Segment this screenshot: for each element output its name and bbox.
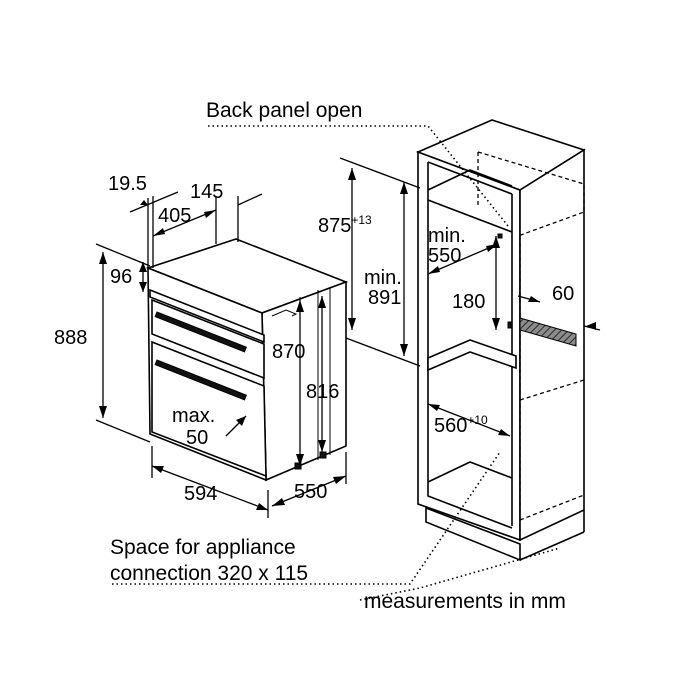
dim-180: 180 xyxy=(452,291,485,313)
lower-door-handle xyxy=(154,359,247,401)
dim-550-niche: 550 xyxy=(428,245,461,267)
space-label-line2: connection 320 x 115 xyxy=(110,562,308,585)
appliance-space-leader xyxy=(112,451,501,585)
cabinet-marker xyxy=(507,321,513,329)
dim-560-value: 560 xyxy=(434,415,467,437)
measurements-label: measurements in mm xyxy=(364,590,566,613)
back-panel-leader xyxy=(208,125,509,227)
cabinet-marker xyxy=(497,233,503,239)
dim-594: 594 xyxy=(184,483,217,505)
dim-60: 60 xyxy=(552,283,574,305)
dim-560: 560+10 xyxy=(434,413,488,437)
dim-870: 870 xyxy=(272,341,305,363)
dim-560-tolerance: +10 xyxy=(467,413,488,427)
oven-top-fixture xyxy=(271,309,298,317)
dim-96: 96 xyxy=(110,266,132,288)
oven-foot xyxy=(294,462,302,470)
space-label-line1: Space for appliance xyxy=(110,536,296,559)
back-panel-label: Back panel open xyxy=(206,99,362,122)
cabinet-dimensions xyxy=(339,157,601,437)
upper-door-handle xyxy=(154,311,247,353)
dim-19-5: 19.5 xyxy=(108,173,147,195)
dim-405: 405 xyxy=(158,205,191,227)
dim-891: 891 xyxy=(368,287,401,309)
oven-lower-door xyxy=(151,340,267,478)
dim-550-min: min. xyxy=(428,225,466,247)
leader-lines xyxy=(112,125,561,601)
dim-891-min: min. xyxy=(364,267,402,289)
dim-888: 888 xyxy=(54,327,87,349)
dim-875-value: 875 xyxy=(318,215,351,237)
oven-upper-door xyxy=(151,298,265,380)
dim-550-depth: 550 xyxy=(294,481,327,503)
cabinet-middle-shelf xyxy=(427,339,517,372)
oven-dimensions xyxy=(95,191,347,518)
oven-foot xyxy=(319,451,327,459)
measurements-leader xyxy=(359,547,561,601)
dim-max-label: max. xyxy=(172,405,215,427)
dim-875-tolerance: +13 xyxy=(351,213,372,227)
rear-vent-gap xyxy=(519,317,577,347)
dim-50: 50 xyxy=(186,427,208,449)
oven-drawing xyxy=(145,238,349,482)
dim-875: 875+13 xyxy=(318,213,372,237)
oven-control-panel xyxy=(149,288,265,344)
dim-145: 145 xyxy=(190,181,223,203)
dim-816: 816 xyxy=(306,381,339,403)
cabinet-drawing xyxy=(415,119,586,562)
